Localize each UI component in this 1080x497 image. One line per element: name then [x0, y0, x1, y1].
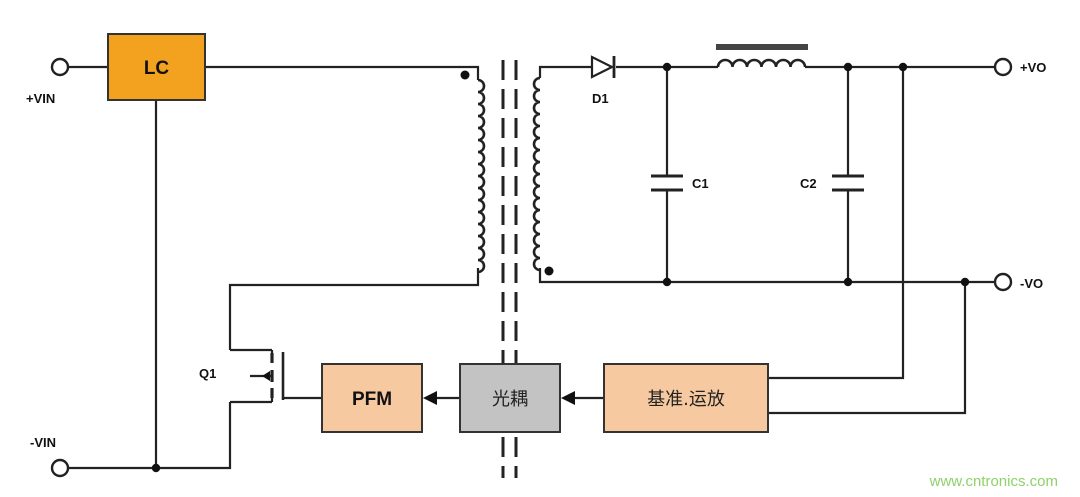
primary-polarity-dot [460, 70, 470, 80]
q1-label: Q1 [199, 366, 216, 381]
reference-opamp-block: 基准.运放 [603, 363, 769, 433]
vin-pos-terminal [50, 57, 70, 77]
optocoupler-box [459, 363, 561, 433]
pfm-box [321, 363, 423, 433]
lc-filter-box [107, 33, 206, 101]
optocoupler-block: 光耦 [459, 363, 561, 433]
vo-pos-label: +VO [1020, 60, 1046, 75]
capacitor-c1 [651, 174, 683, 192]
vo-pos-terminal [993, 57, 1013, 77]
lc-filter-label: LC [144, 58, 170, 79]
c2-label: C2 [800, 176, 817, 191]
secondary-polarity-dot [544, 266, 554, 276]
optocoupler-label: 光耦 [492, 389, 528, 410]
reference-opamp-label: 基准.运放 [647, 389, 725, 410]
c1-label: C1 [692, 176, 709, 191]
junction-dots [151, 62, 970, 473]
pfm-controller-block: PFM [321, 363, 423, 433]
pfm-label: PFM [352, 389, 392, 410]
lc-filter-block: LC [107, 33, 206, 101]
component-labels: +VIN -VIN +VO -VO D1 C1 C2 Q1 [26, 60, 1046, 450]
vin-neg-terminal [50, 458, 70, 478]
watermark: www.cntronics.com [929, 473, 1058, 490]
mosfet-q1 [230, 348, 285, 404]
terminals [50, 57, 1013, 478]
signal-arrows [423, 391, 575, 405]
vin-pos-label: +VIN [26, 91, 55, 106]
capacitor-c2 [832, 174, 864, 192]
reference-opamp-box [603, 363, 769, 433]
diode-d1 [590, 55, 616, 79]
secondary-winding [532, 76, 541, 272]
arrow-to-optocoupler [561, 391, 575, 405]
diode-label: D1 [592, 91, 609, 106]
vo-neg-terminal [993, 272, 1013, 292]
vo-neg-label: -VO [1020, 276, 1043, 291]
primary-winding [477, 78, 486, 274]
vin-neg-label: -VIN [30, 435, 56, 450]
output-inductor [716, 44, 808, 68]
arrow-to-pfm [423, 391, 437, 405]
wires [68, 65, 995, 470]
